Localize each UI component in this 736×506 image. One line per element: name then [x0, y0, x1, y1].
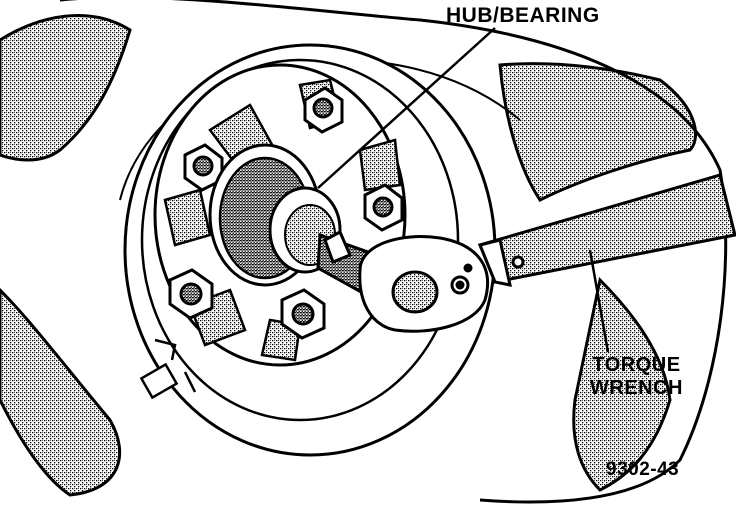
- brake-clip: [139, 338, 197, 400]
- torque-wrench-label: TORQUE WRENCH: [590, 354, 683, 400]
- ratchet-head: [358, 235, 490, 333]
- torque-wrench-label-line2: WRENCH: [590, 377, 683, 399]
- figure-number: 9302-43: [606, 459, 680, 480]
- lug-nut-bottom-left: [168, 268, 214, 320]
- lug-nut-top: [303, 86, 344, 134]
- lug-nut-left: [183, 143, 224, 192]
- torque-wrench-label-line1: TORQUE: [592, 354, 681, 376]
- hub-bearing-leader: [317, 27, 496, 189]
- leader-lines: [317, 27, 610, 353]
- hub-bearing-label: HUB/BEARING: [446, 4, 600, 27]
- wheel-rim-outline: [60, 0, 728, 504]
- lug-nuts: [168, 86, 404, 340]
- lug-nut-bottom: [280, 288, 326, 340]
- torque-wrench-handle: [477, 173, 736, 287]
- lug-nut-right: [363, 183, 404, 232]
- wheel-spokes: [0, 14, 697, 497]
- torque-wrench-leader: [588, 249, 610, 353]
